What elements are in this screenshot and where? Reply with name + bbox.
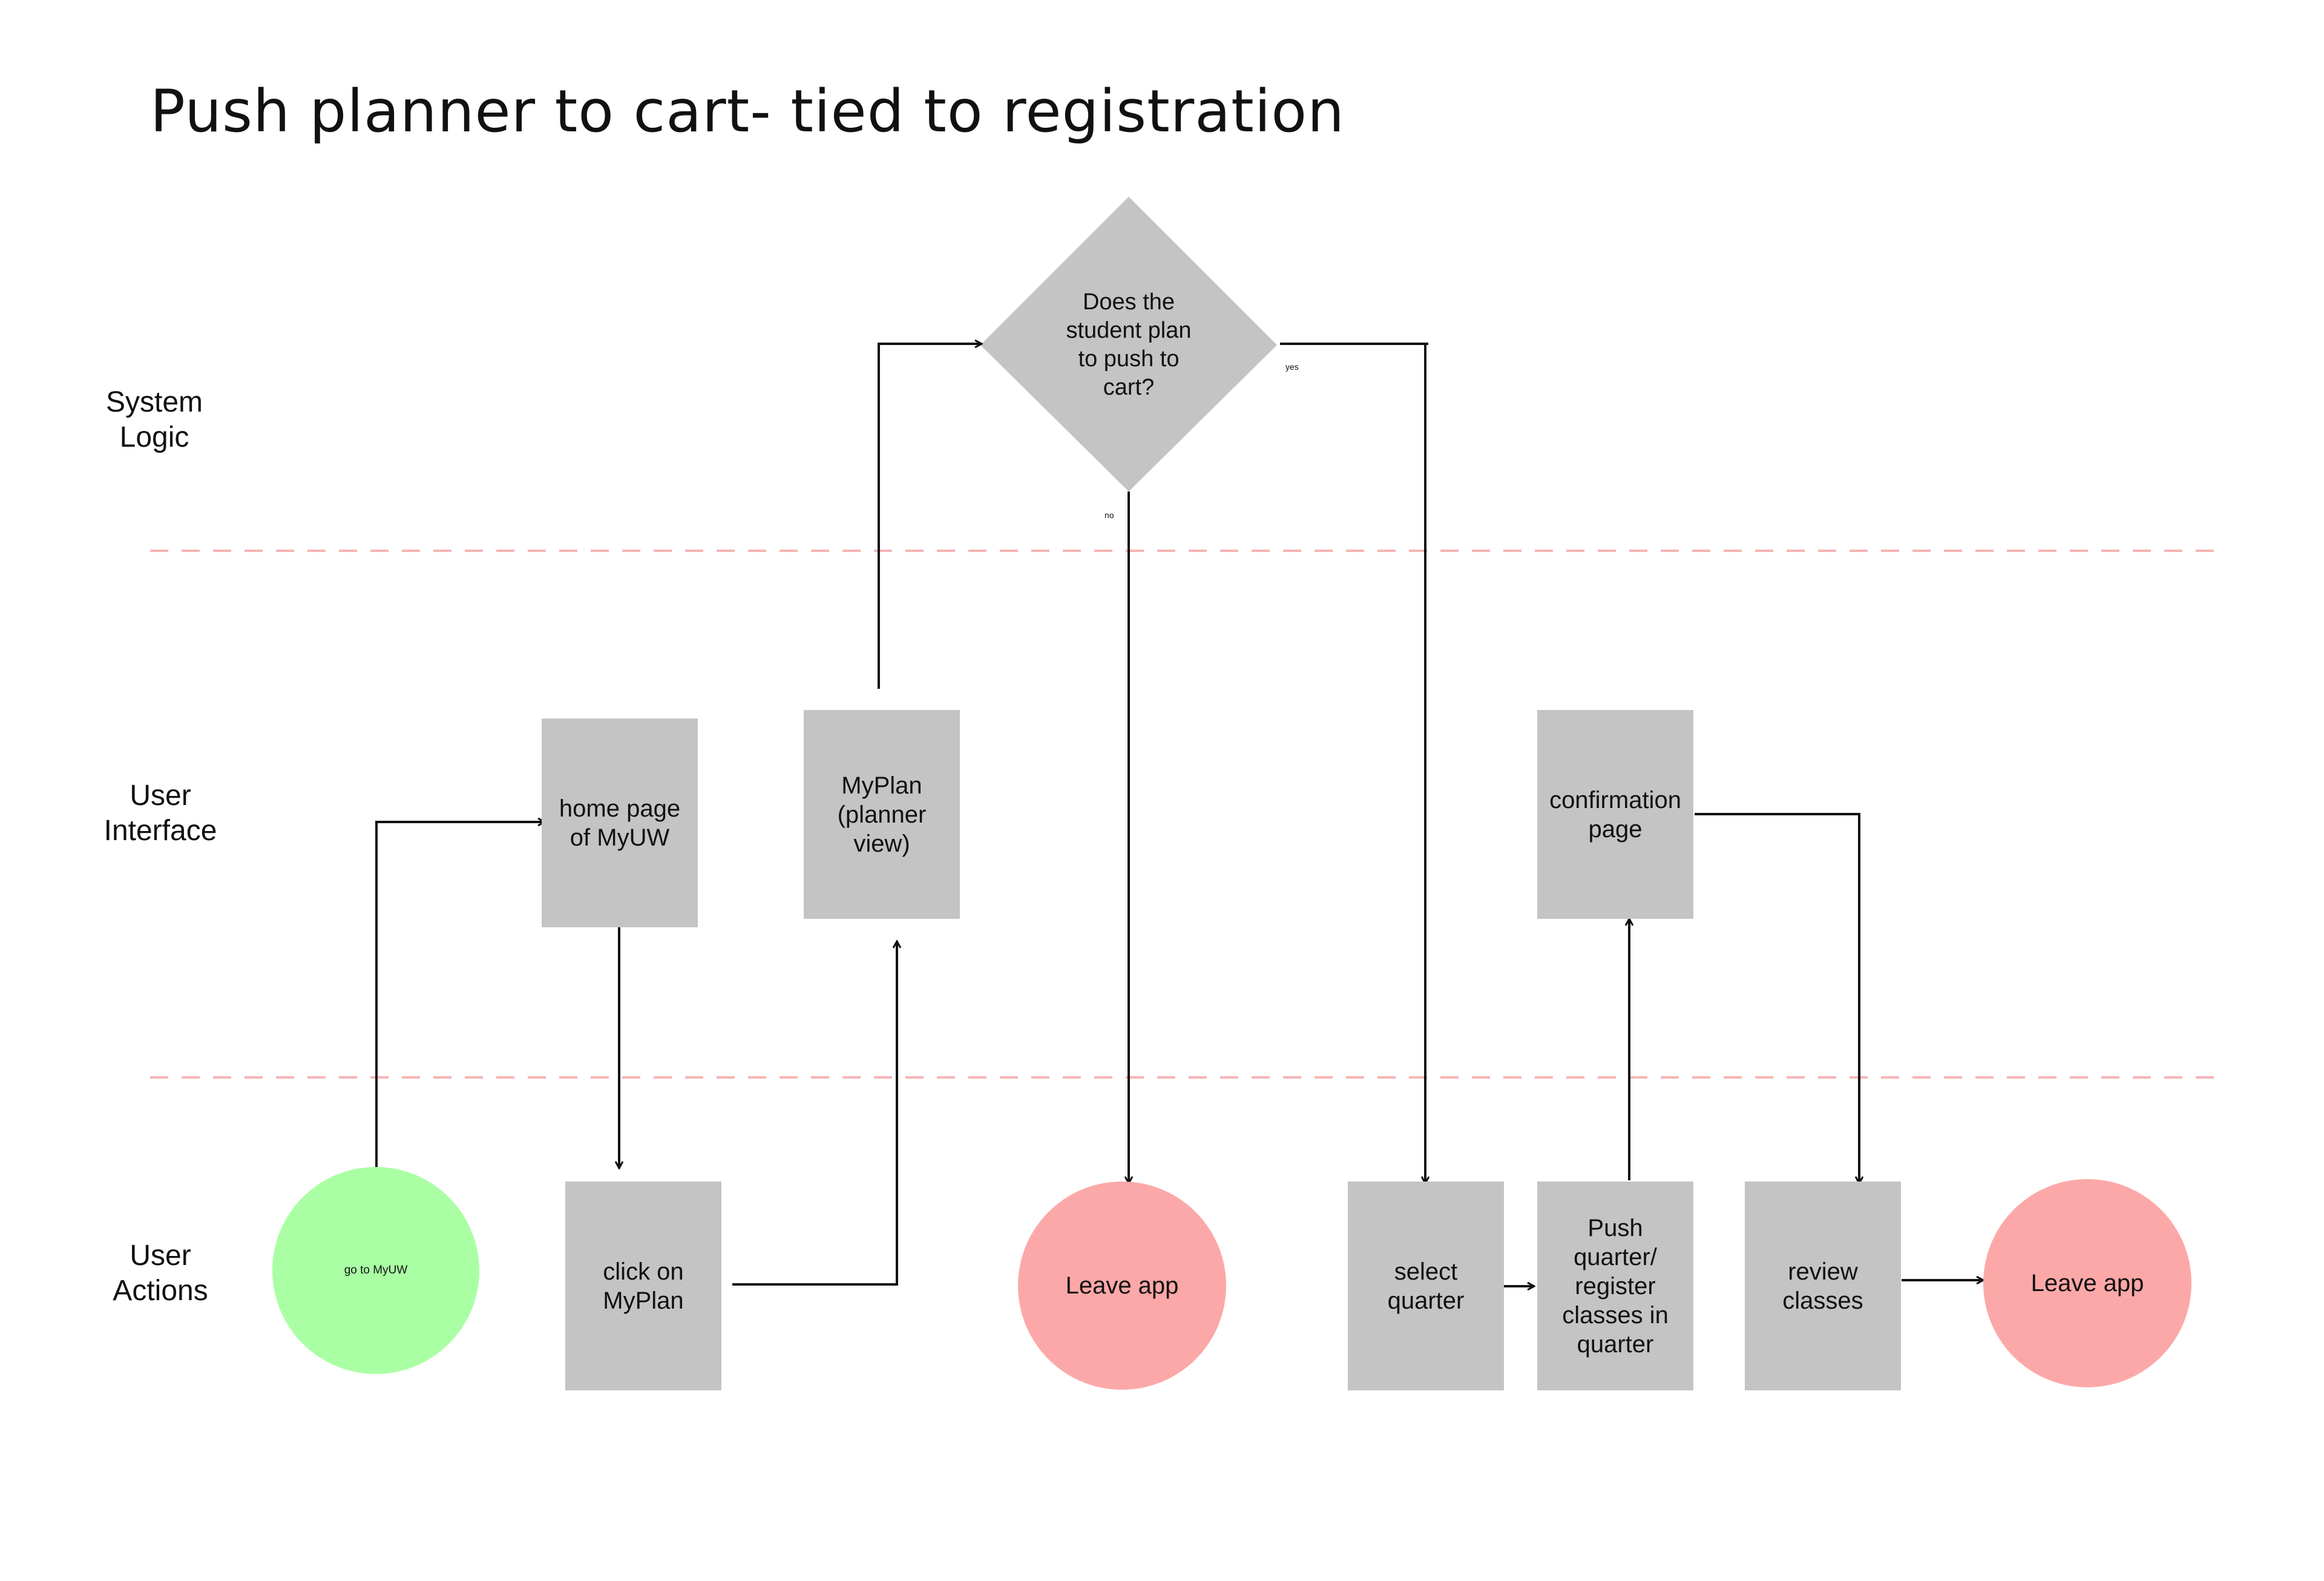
decision-diamond bbox=[980, 197, 1277, 491]
review-classes-node: review classes bbox=[1745, 1182, 1901, 1390]
decision-label: Does the student plan to push to cart? bbox=[1066, 289, 1192, 401]
edge-click-to-myplan bbox=[732, 941, 897, 1286]
edge-start-to-home bbox=[375, 822, 545, 1167]
home-page-node: home page of MyUW bbox=[542, 718, 698, 927]
leave-app-node-2: Leave app bbox=[1983, 1179, 2191, 1387]
confirmation-page-node: confirmation page bbox=[1537, 710, 1693, 919]
click-on-myplan-node: click on MyPlan bbox=[565, 1182, 721, 1390]
diagram-title: Push planner to cart- tied to registrati… bbox=[150, 77, 1345, 145]
go-to-myuw-node: go to MyUW bbox=[272, 1167, 479, 1374]
lane-label-system-logic: System Logic bbox=[105, 386, 203, 453]
edge-label-yes: yes bbox=[1285, 362, 1299, 372]
edge-myplan-to-decision bbox=[878, 344, 982, 689]
edge-decision-yes bbox=[1280, 343, 1428, 1183]
edge-label-no: no bbox=[1105, 510, 1114, 520]
lane-label-user-actions: User Actions bbox=[113, 1240, 208, 1307]
push-quarter-node: Push quarter/ register classes in quarte… bbox=[1537, 1182, 1693, 1390]
myplan-view-node: MyPlan (planner view) bbox=[804, 710, 960, 919]
select-quarter-node: select quarter bbox=[1348, 1182, 1504, 1390]
lane-label-user-interface: User Interface bbox=[103, 780, 217, 847]
edge-confirmation-to-review bbox=[1695, 813, 1859, 1183]
leave-app-node-1: Leave app bbox=[1018, 1182, 1226, 1390]
